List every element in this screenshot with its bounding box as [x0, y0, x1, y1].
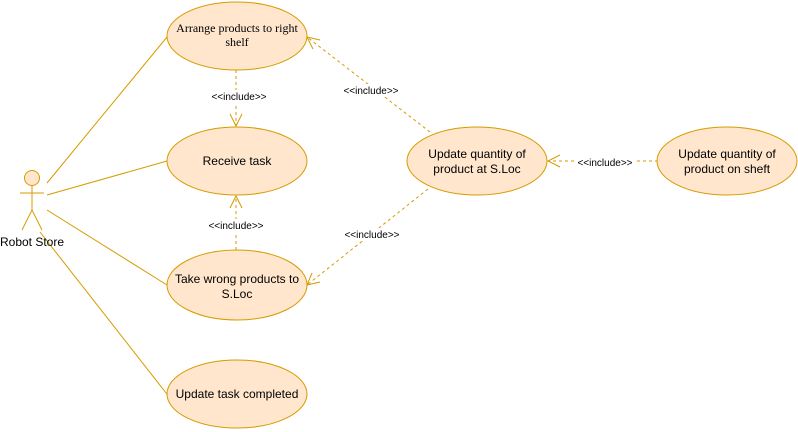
svg-text:shelf: shelf [225, 35, 248, 49]
association-update-task [39, 231, 171, 399]
use-case-arrange-products[interactable]: Arrange products to right shelf [166, 1, 308, 71]
association-receive [46, 160, 168, 196]
include-label-1: <<include>> [208, 90, 270, 103]
association-take-wrong [46, 209, 168, 286]
include-label-2: <<include>> [205, 219, 267, 232]
actor-name: Robot Store [0, 235, 64, 249]
use-case-receive-task[interactable]: Receive task [166, 126, 308, 196]
svg-text:<<include>>: <<include>> [208, 221, 263, 232]
actor-robot-store[interactable]: Robot Store [0, 170, 64, 250]
svg-text:Update task completed: Update task completed [176, 387, 299, 401]
svg-text:S.Loc: S.Loc [222, 287, 253, 301]
include-label-3: <<include>> [340, 84, 402, 97]
svg-text:product on sheft: product on sheft [684, 162, 771, 176]
svg-text:Update quantity of: Update quantity of [678, 147, 776, 161]
use-case-update-task-completed[interactable]: Update task completed [166, 359, 308, 429]
include-label-4: <<include>> [341, 228, 403, 241]
svg-text:product at S.Loc: product at S.Loc [433, 162, 520, 176]
include-label-5: <<include>> [574, 156, 636, 169]
svg-text:<<include>>: <<include>> [211, 92, 266, 103]
actor-head [24, 170, 40, 186]
include-arrange-receive [229, 70, 243, 128]
use-case-take-wrong-products[interactable]: Take wrong products to S.Loc [166, 249, 308, 321]
svg-text:Take wrong products to: Take wrong products to [175, 272, 299, 286]
svg-text:Receive task: Receive task [203, 154, 273, 168]
use-case-update-qty-shelf[interactable]: Update quantity of product on sheft [656, 126, 798, 196]
svg-text:<<include>>: <<include>> [343, 86, 398, 97]
use-case-update-qty-sloc[interactable]: Update quantity of product at S.Loc [406, 126, 548, 196]
association-arrange [46, 36, 168, 184]
svg-text:<<include>>: <<include>> [344, 230, 399, 241]
svg-text:<<include>>: <<include>> [577, 158, 632, 169]
svg-text:Arrange products to right: Arrange products to right [176, 21, 298, 35]
svg-text:Update quantity of: Update quantity of [428, 147, 526, 161]
